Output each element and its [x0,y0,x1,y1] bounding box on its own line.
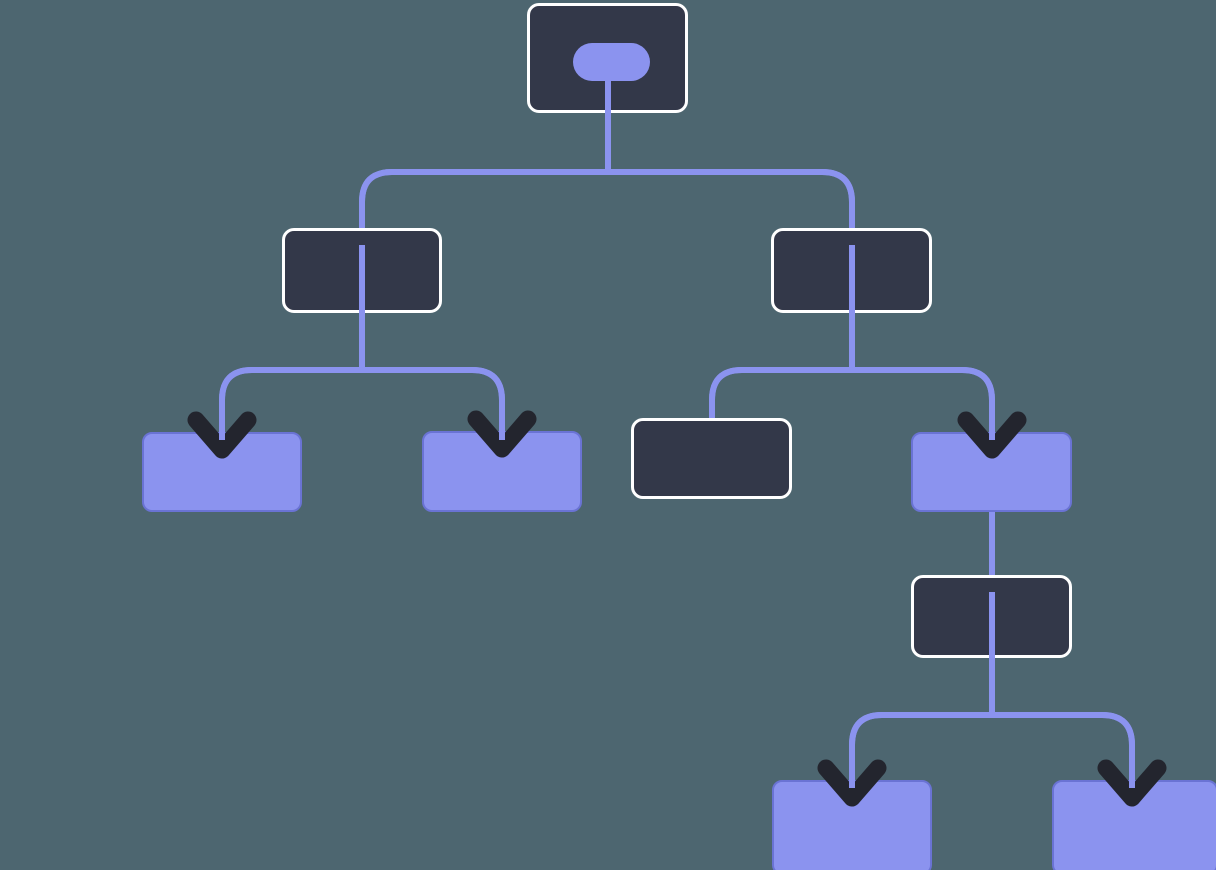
node-pill-marker [573,43,650,81]
node-bar-marker [988,596,995,637]
tree-node-l2-left[interactable] [282,228,442,313]
tree-node-dark-5[interactable] [911,575,1072,658]
tree-node-leaf-4[interactable] [911,432,1072,512]
tree-node-leaf-1[interactable] [142,432,302,512]
tree-node-root[interactable] [527,3,688,113]
tree-node-leaf-2[interactable] [422,431,582,512]
tree-node-leaf-6[interactable] [772,780,932,870]
node-bar-marker [359,249,365,292]
node-bar-marker [848,249,855,292]
tree-node-leaf-7[interactable] [1052,780,1216,870]
tree-node-l2-right[interactable] [771,228,932,313]
tree-node-dark-3[interactable] [631,418,792,499]
